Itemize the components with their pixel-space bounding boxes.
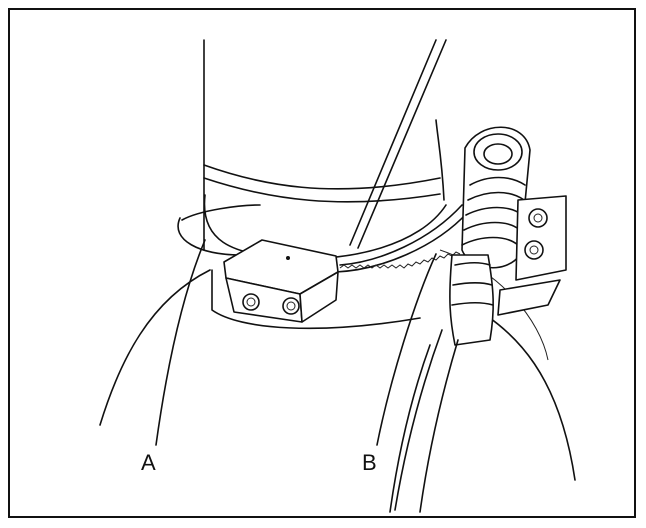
clamp-band: [177, 204, 469, 273]
worm-drive-housing: [461, 126, 531, 269]
clamp-block: [223, 239, 339, 323]
probe-rod: [349, 39, 447, 249]
cable-sleeve: [389, 254, 494, 513]
pipe: [203, 39, 445, 251]
callout-a: A: [141, 450, 156, 475]
leader-lines: [155, 239, 437, 446]
mounting-bracket: [497, 195, 567, 316]
callout-b: B: [362, 450, 377, 475]
